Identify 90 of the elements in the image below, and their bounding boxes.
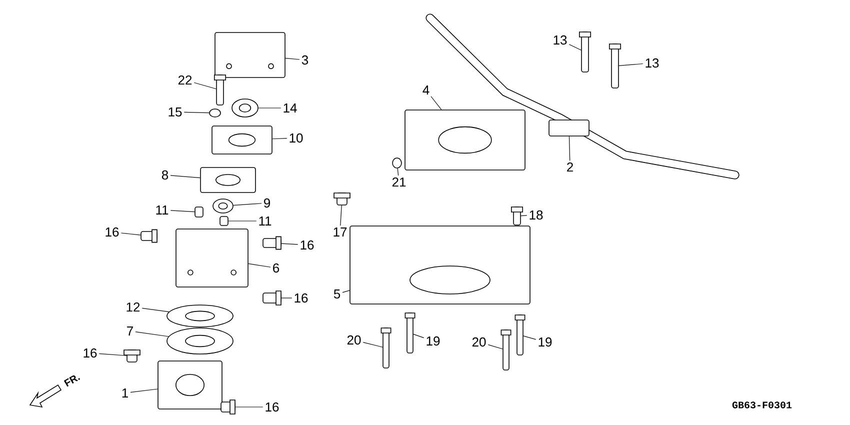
leader-line bbox=[135, 332, 169, 337]
callout-number: 3 bbox=[302, 55, 308, 65]
leader-line bbox=[413, 334, 424, 338]
leader-line bbox=[568, 44, 582, 50]
callout-number: 18 bbox=[530, 210, 543, 220]
bolt-drawing bbox=[124, 350, 140, 362]
callout-number: 2 bbox=[567, 162, 573, 172]
direction-label: FR. bbox=[64, 375, 80, 387]
leader-line bbox=[520, 215, 528, 216]
callout-number: 19 bbox=[426, 336, 440, 346]
callout-number: 10 bbox=[290, 133, 303, 143]
leader-line bbox=[397, 168, 399, 176]
callout-number: 14 bbox=[284, 104, 297, 112]
leader-line bbox=[568, 136, 570, 161]
leader-line bbox=[340, 205, 342, 226]
plate-drawing bbox=[212, 126, 272, 154]
bolt-drawing bbox=[140, 229, 158, 243]
callout-number: 8 bbox=[162, 170, 168, 180]
leader-line bbox=[98, 353, 127, 356]
drawing-code: GB63-F0301 bbox=[732, 402, 792, 408]
collar-drawing bbox=[212, 198, 234, 214]
leader-line bbox=[233, 203, 262, 206]
cap-drawing bbox=[194, 206, 204, 218]
leader-line bbox=[488, 344, 503, 350]
leader-line bbox=[235, 406, 264, 408]
screw-drawing bbox=[500, 330, 512, 370]
screw-drawing bbox=[392, 158, 402, 168]
callout-number: 4 bbox=[422, 86, 430, 94]
callout-number: 9 bbox=[264, 198, 270, 208]
callout-number: 21 bbox=[392, 177, 406, 187]
leader-line bbox=[120, 232, 141, 236]
callout-number: 13 bbox=[646, 58, 659, 68]
leader-line bbox=[248, 263, 271, 268]
leader-line bbox=[272, 138, 288, 140]
leader-line bbox=[523, 336, 536, 340]
bolt-drawing bbox=[220, 400, 236, 414]
leader-line bbox=[281, 243, 298, 245]
nut-drawing bbox=[334, 192, 350, 206]
leader-line bbox=[618, 63, 644, 66]
washer-drawing bbox=[209, 108, 221, 118]
cover-drawing bbox=[350, 226, 530, 304]
leader-line bbox=[170, 175, 200, 178]
callout-number: 22 bbox=[178, 75, 192, 85]
callout-number: 1 bbox=[122, 388, 128, 398]
callout-number: 15 bbox=[168, 107, 182, 117]
leader-line bbox=[130, 388, 158, 393]
bolt-drawing bbox=[262, 290, 282, 306]
bolt-drawing bbox=[609, 44, 621, 88]
callout-number: 6 bbox=[273, 263, 280, 273]
callout-number: 20 bbox=[347, 335, 361, 345]
bracket-drawing bbox=[214, 32, 286, 78]
leader-line bbox=[194, 82, 216, 90]
screw-drawing bbox=[380, 328, 392, 368]
callout-number: 16 bbox=[106, 227, 119, 237]
bolt-drawing bbox=[262, 236, 282, 250]
cover-drawing bbox=[404, 110, 526, 170]
callout-number: 16 bbox=[294, 293, 308, 303]
leader-line bbox=[142, 308, 170, 312]
callout-number: 20 bbox=[472, 337, 486, 347]
callout-number: 16 bbox=[84, 348, 97, 358]
callout-number: 17 bbox=[334, 228, 347, 236]
housing-drawing bbox=[176, 228, 248, 288]
callout-number: 13 bbox=[554, 35, 567, 45]
callout-number: 7 bbox=[127, 326, 133, 336]
callout-number: 12 bbox=[126, 302, 140, 312]
bolt-drawing bbox=[579, 32, 591, 72]
callout-number: 5 bbox=[334, 289, 340, 299]
callout-number: 11 bbox=[156, 206, 168, 214]
nut-drawing bbox=[232, 98, 258, 118]
plate-drawing bbox=[166, 304, 234, 328]
plate-drawing bbox=[166, 328, 234, 354]
leader-line bbox=[228, 220, 257, 222]
leader-line bbox=[362, 342, 383, 348]
callout-number: 16 bbox=[266, 402, 279, 412]
callout-number: 19 bbox=[538, 337, 552, 347]
plate-drawing bbox=[200, 167, 256, 193]
screw-drawing bbox=[404, 312, 416, 354]
screw-drawing bbox=[514, 314, 526, 356]
leader-line bbox=[184, 112, 210, 114]
clamp-drawing bbox=[548, 120, 590, 136]
bolt-drawing bbox=[214, 74, 226, 106]
callout-number: 16 bbox=[300, 240, 314, 250]
cap-drawing bbox=[220, 216, 228, 226]
housing-drawing bbox=[158, 360, 222, 410]
callout-number: 11 bbox=[259, 216, 272, 226]
leader-line bbox=[170, 210, 195, 212]
screw-drawing bbox=[511, 206, 523, 226]
leader-line bbox=[342, 290, 350, 293]
leader-line bbox=[285, 58, 300, 60]
leader-line bbox=[430, 96, 442, 110]
